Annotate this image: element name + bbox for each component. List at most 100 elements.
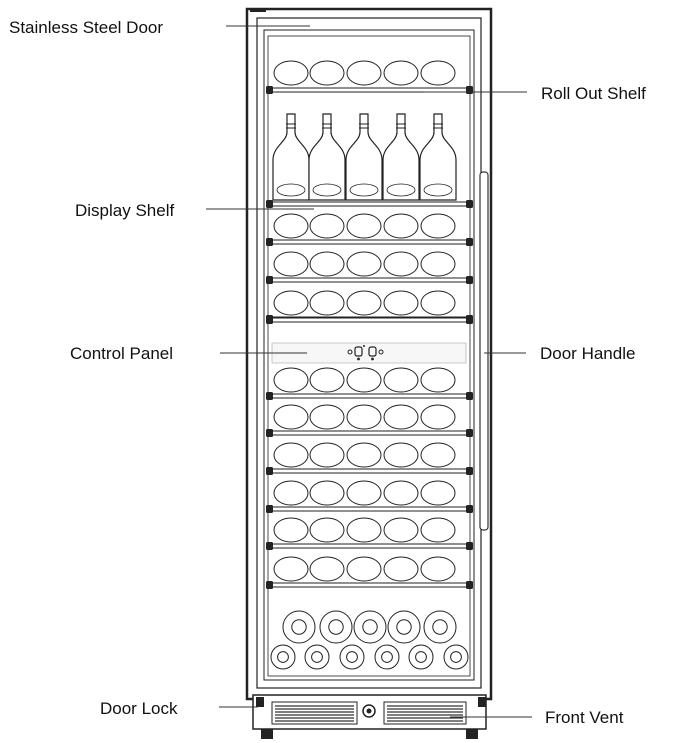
- bottle-end-icon: [309, 404, 345, 430]
- bottle-end-icon: [420, 556, 456, 582]
- bottle-end-icon: [383, 404, 419, 430]
- wine-bottle-icon: [419, 113, 457, 201]
- label-stainless-steel-door: Stainless Steel Door: [9, 18, 163, 37]
- bottle-end-icon: [309, 517, 345, 543]
- bottle-end-icon: [346, 251, 382, 277]
- foot-left: [261, 729, 273, 739]
- bottle-end-icon: [353, 610, 387, 644]
- shelf-rail-right: [466, 392, 473, 400]
- bottle-end-icon: [383, 213, 419, 239]
- upper-shelf-bottom: [268, 317, 472, 323]
- upper-shelf-1: [268, 239, 472, 245]
- shelves: [266, 60, 473, 670]
- bottle-end-icon: [346, 556, 382, 582]
- lower-shelf-6: [268, 582, 472, 588]
- bottle-end-icon: [420, 60, 456, 86]
- shelf-rail-right: [466, 581, 473, 589]
- bottle-end-icon: [309, 556, 345, 582]
- bottle-end-icon: [273, 213, 309, 239]
- lower-shelf-1: [268, 393, 472, 399]
- bottle-end-icon: [420, 367, 456, 393]
- lock-keyhole: [366, 708, 372, 714]
- bottle-base: [349, 183, 379, 197]
- bottle-end-icon: [387, 610, 421, 644]
- bottle-end-ring: [396, 619, 412, 635]
- door-lock-latch: [256, 697, 264, 707]
- bottle-end-icon: [282, 610, 316, 644]
- bottle-base: [276, 183, 306, 197]
- bottle-end-icon: [273, 367, 309, 393]
- bottle-end-icon: [420, 290, 456, 316]
- bottle-end-icon: [383, 251, 419, 277]
- bottle-end-icon: [319, 610, 353, 644]
- bottle-end-icon: [383, 480, 419, 506]
- bottle-end-icon: [420, 442, 456, 468]
- bottle-end-icon: [309, 367, 345, 393]
- shelf-rail-left: [266, 316, 273, 324]
- bottle-end-icon: [309, 480, 345, 506]
- bottle-end-icon: [273, 290, 309, 316]
- bottle-end-ring: [311, 651, 323, 663]
- shelf-rail-left: [266, 467, 273, 475]
- label-roll-out-shelf: Roll Out Shelf: [541, 84, 646, 103]
- bottle-end-icon: [273, 480, 309, 506]
- bottle-end-icon: [346, 442, 382, 468]
- bottle-base: [312, 183, 342, 197]
- bottle-end-ring: [328, 619, 344, 635]
- bottle-end-icon: [346, 404, 382, 430]
- base: [252, 694, 487, 739]
- bottle-end-icon: [383, 556, 419, 582]
- glass-panel: [263, 29, 475, 681]
- label-control-panel: Control Panel: [70, 344, 173, 363]
- wine-bottle-icon: [308, 113, 346, 201]
- bottle-end-icon: [374, 644, 400, 670]
- shelf-rail-left: [266, 542, 273, 550]
- wine-bottle-icon: [382, 113, 420, 201]
- shelf-rail-left: [266, 86, 273, 94]
- leader-lines: [206, 25, 532, 718]
- bottle-end-icon: [304, 644, 330, 670]
- bottle-end-icon: [420, 213, 456, 239]
- bottle-end-icon: [346, 367, 382, 393]
- shelf-rail-left: [266, 429, 273, 437]
- bottle-end-icon: [273, 251, 309, 277]
- bottle-end-icon: [443, 644, 469, 670]
- bottle-end-icon: [339, 644, 365, 670]
- inner-liner: [267, 35, 471, 677]
- bottle-end-icon: [309, 213, 345, 239]
- bottle-end-icon: [420, 251, 456, 277]
- bottle-end-ring: [346, 651, 358, 663]
- bottle-end-icon: [346, 517, 382, 543]
- shelf-rail-left: [266, 200, 273, 208]
- bottle-end-ring: [362, 619, 378, 635]
- bottle-end-icon: [423, 610, 457, 644]
- hinge-bottom: [478, 697, 486, 707]
- bottle-end-icon: [346, 213, 382, 239]
- shelf-rail-left: [266, 276, 273, 284]
- shelf-rail-right: [466, 542, 473, 550]
- control-buttons-icon: [347, 345, 384, 361]
- door-handle: [479, 171, 489, 531]
- label-display-shelf: Display Shelf: [75, 201, 174, 220]
- bottle-end-ring: [415, 651, 427, 663]
- bottle-end-icon: [383, 60, 419, 86]
- label-front-vent: Front Vent: [545, 708, 624, 727]
- bottle-end-icon: [273, 404, 309, 430]
- bottle-end-icon: [346, 60, 382, 86]
- bottle-end-icon: [383, 517, 419, 543]
- bottle-end-icon: [273, 442, 309, 468]
- shelf-rail-right: [466, 238, 473, 246]
- vent-slats: [275, 705, 463, 722]
- bottle-end-icon: [408, 644, 434, 670]
- bottle-end-icon: [420, 480, 456, 506]
- bottle-end-icon: [273, 517, 309, 543]
- bottle-base: [386, 183, 416, 197]
- bottle-end-ring: [277, 651, 289, 663]
- bottle-end-icon: [273, 60, 309, 86]
- bottle-end-icon: [420, 404, 456, 430]
- bottle-end-ring: [450, 651, 462, 663]
- lower-shelf-2: [268, 430, 472, 436]
- bottle-end-icon: [309, 60, 345, 86]
- shelf-rail-right: [466, 467, 473, 475]
